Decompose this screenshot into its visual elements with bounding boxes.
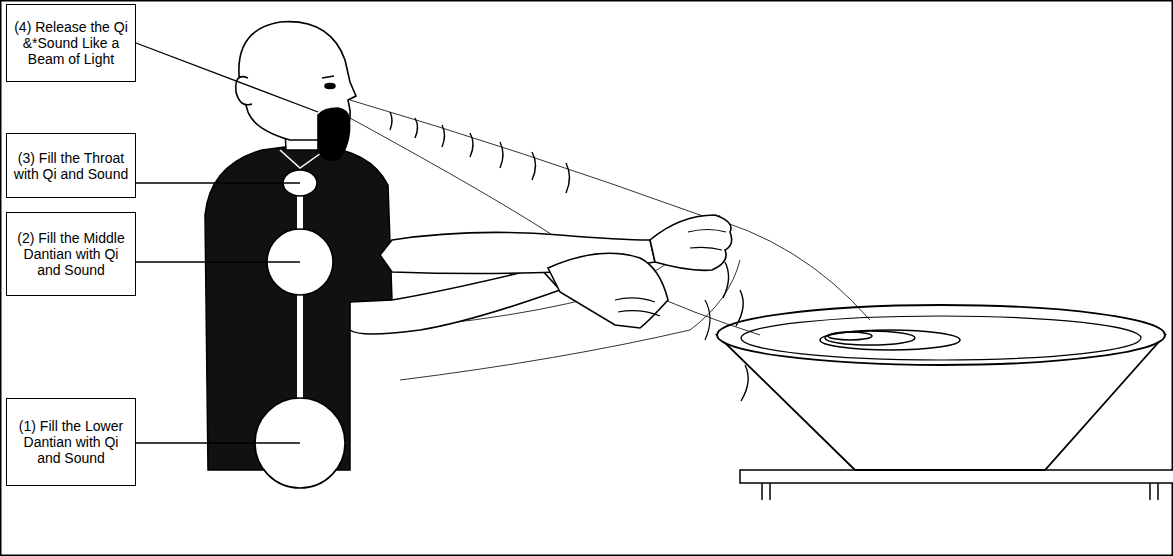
leader-line	[136, 43, 318, 112]
hand	[650, 215, 732, 270]
sound-wave	[566, 163, 570, 193]
beam-outline	[350, 118, 760, 335]
sound-wave	[705, 300, 710, 340]
table-leg	[761, 483, 763, 500]
leader-lines	[136, 43, 318, 443]
label-box-content: (2) Fill the Middle Dantian with Qi and …	[12, 230, 130, 278]
qi-beam	[350, 100, 870, 401]
label-text: (2) Fill the Middle Dantian with Qi and …	[12, 230, 130, 278]
label-box-content: (1) Fill the Lower Dantian with Qi and S…	[12, 418, 130, 466]
table-top	[740, 470, 1173, 483]
vibration-ring	[820, 330, 960, 350]
hand	[548, 253, 668, 328]
table-leg	[1157, 483, 1159, 500]
sound-wave	[470, 133, 473, 157]
vibration-ring	[828, 332, 872, 340]
forearm	[350, 268, 560, 334]
label-box-content: (3) Fill the Throat with Qi and Sound	[12, 150, 130, 182]
ear	[236, 77, 252, 105]
sound-wave	[500, 142, 503, 168]
vibration-ring	[825, 331, 915, 345]
label-text: (1) Fill the Lower Dantian with Qi and S…	[12, 418, 130, 466]
bowl-rim	[717, 305, 1165, 365]
label-box: (4) Release the Qi &*Sound Like a Beam o…	[6, 4, 136, 82]
sound-wave	[741, 365, 748, 401]
label-text: (3) Fill the Throat with Qi and Sound	[12, 150, 130, 182]
label-box: (2) Fill the Middle Dantian with Qi and …	[6, 212, 136, 296]
bowl-inner-rim	[741, 316, 1141, 360]
label-text: (4) Release the Qi &*Sound Like a Beam o…	[12, 19, 130, 67]
label-box-content: (4) Release the Qi &*Sound Like a Beam o…	[12, 19, 130, 67]
sound-wave	[415, 118, 418, 138]
label-box: (1) Fill the Lower Dantian with Qi and S…	[6, 398, 136, 486]
beard	[318, 108, 350, 160]
leader-line	[136, 261, 300, 262]
table-leg	[769, 483, 771, 500]
sound-wave	[736, 290, 743, 326]
leader-line	[136, 182, 300, 183]
eye	[325, 84, 335, 89]
leader-line	[136, 442, 300, 443]
head	[236, 22, 356, 161]
label-box: (3) Fill the Throat with Qi and Sound	[6, 133, 136, 198]
sound-wave	[442, 125, 445, 147]
eyebrow	[322, 76, 334, 78]
sound-wave	[532, 152, 536, 180]
table-leg	[1149, 483, 1151, 500]
sound-wave	[390, 112, 392, 130]
singing-bowl	[717, 305, 1165, 470]
table	[740, 470, 1173, 500]
fingers	[615, 230, 726, 317]
